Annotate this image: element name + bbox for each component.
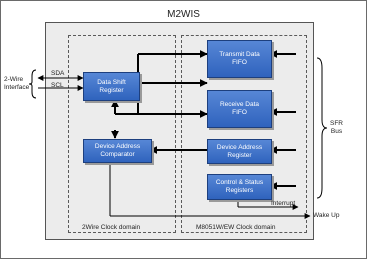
sfr-bus-brace <box>316 57 328 199</box>
wake-up-line <box>109 160 311 219</box>
wake-up-label: Wake Up <box>313 212 340 219</box>
transmit-fifo-block: Transmit Data FIFO <box>207 40 272 78</box>
two-wire-clock-domain-label: 2Wire Clock domain <box>82 224 141 231</box>
data-shift-register-block: Data Shift Register <box>83 72 140 101</box>
bus-main <box>111 50 208 139</box>
cpu-clock-domain-label: M8051W/EW Clock domain <box>196 224 276 231</box>
sfr-bus-label: SFR Bus <box>330 120 343 135</box>
interrupt-label: Interrupt <box>271 200 296 207</box>
scl-label: SCL <box>51 82 64 89</box>
receive-fifo-block: Receive Data FIFO <box>207 90 272 128</box>
device-address-comparator-block: Device Address Comparator <box>83 139 152 163</box>
interface-brace <box>28 69 37 99</box>
sfr-links <box>269 50 296 190</box>
diagram-title: M2WIS <box>167 9 200 20</box>
two-wire-clock-domain <box>68 35 176 233</box>
device-address-register-block: Device Address Register <box>207 139 272 164</box>
sda-label: SDA <box>51 70 65 77</box>
two-wire-interface-label: 2-Wire Interface <box>4 76 30 91</box>
cpu-clock-domain <box>181 35 307 233</box>
control-status-registers-block: Control & Status Registers <box>207 174 272 200</box>
